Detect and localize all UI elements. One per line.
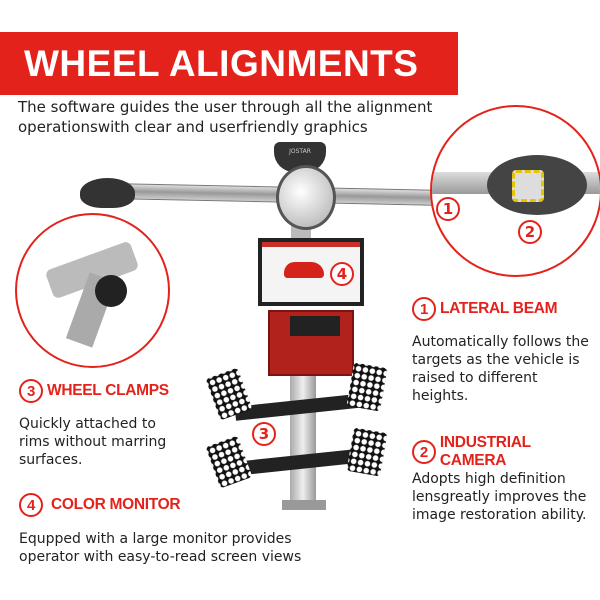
wheel-clamp-detail <box>15 213 170 368</box>
pole <box>290 376 316 504</box>
feature-title: WHEEL CLAMPS <box>47 382 169 399</box>
logo-text: JOSTAR <box>289 148 311 155</box>
target-front-right <box>346 362 388 412</box>
number-badge: 1 <box>412 297 436 321</box>
feature-text-wheel-clamps: Quickly attached to rims without marring… <box>19 416 167 468</box>
page-title: WHEEL ALIGNMENTS <box>24 43 419 84</box>
target-rear-left <box>205 435 253 489</box>
feature-text-lateral-beam: Automatically follows the targets as the… <box>412 334 589 404</box>
feature-text-color-monitor: Equpped with a large monitor provides op… <box>19 531 302 565</box>
feature-title: INDUSTRIAL CAMERA <box>439 434 531 469</box>
marker-1: 1 <box>436 197 460 221</box>
feature-text-industrial-camera: Adopts high definition lensgreatly impro… <box>412 471 587 523</box>
number-badge: 4 <box>19 493 43 517</box>
mirror <box>276 165 336 230</box>
page-title-banner: WHEEL ALIGNMENTS <box>0 32 458 95</box>
feature-heading-color-monitor: 4 COLOR MONITOR <box>19 493 181 517</box>
marker-3: 3 <box>252 422 276 446</box>
subtitle: The software guides the user through all… <box>18 98 433 136</box>
camera-left <box>80 178 135 208</box>
marker-2: 2 <box>518 220 542 244</box>
car-graphic <box>284 262 324 278</box>
marker-4: 4 <box>330 262 354 286</box>
number-badge: 3 <box>19 379 43 403</box>
base <box>282 500 326 510</box>
feature-title: COLOR MONITOR <box>51 496 181 513</box>
cabinet <box>268 310 354 376</box>
target-rear-right <box>346 427 388 477</box>
camera-detail: 1 2 <box>430 105 600 277</box>
number-badge: 2 <box>412 440 436 464</box>
feature-title: LATERAL BEAM <box>440 300 558 317</box>
keyboard <box>290 316 340 336</box>
